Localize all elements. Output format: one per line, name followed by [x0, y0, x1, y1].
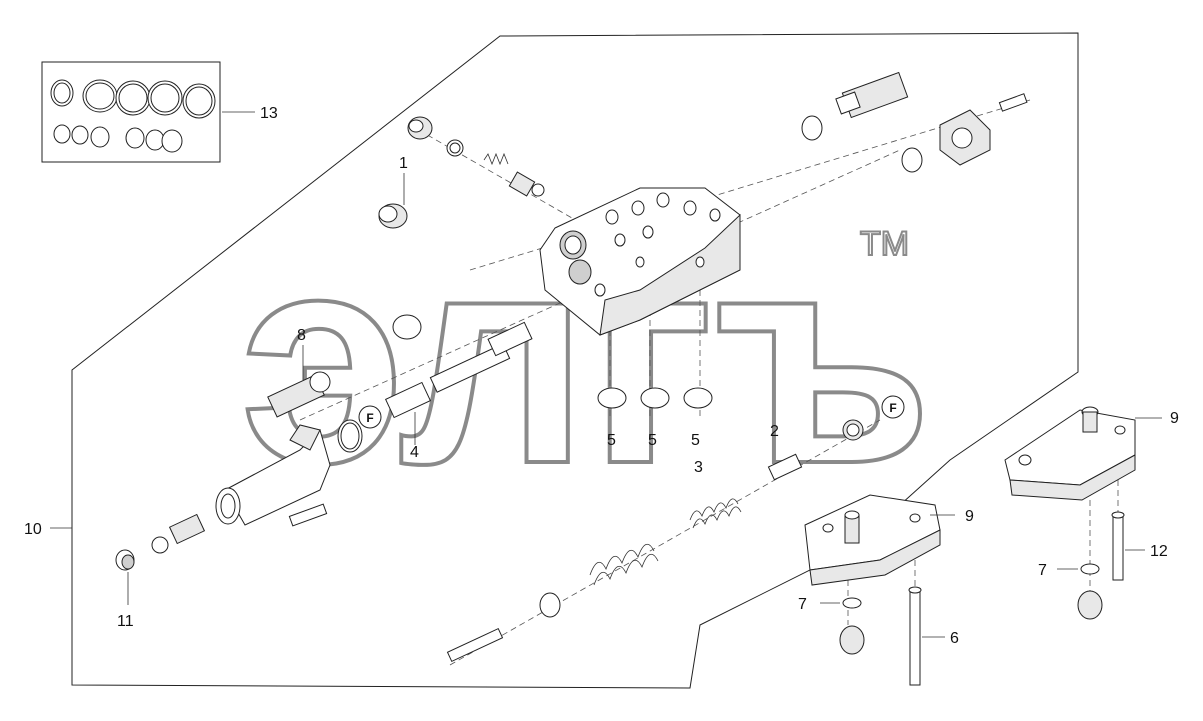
part-12-bolt — [1111, 511, 1145, 581]
label-part-8: 8 — [297, 327, 306, 344]
part-1-cap — [378, 173, 408, 229]
label-part-9b: 9 — [1170, 410, 1179, 427]
fastener-marker-right: F — [881, 395, 905, 419]
fastener-marker-right-text: F — [889, 401, 896, 415]
label-part-10: 10 — [24, 521, 42, 538]
part-3-springs — [446, 498, 742, 663]
part-4-spool — [384, 321, 533, 445]
label-part-9a: 9 — [965, 508, 974, 525]
upper-relief-parts — [407, 116, 545, 197]
part-2-sleeve — [767, 419, 864, 481]
label-part-6: 6 — [950, 630, 959, 647]
label-part-1: 1 — [399, 155, 408, 172]
label-part-12: 12 — [1150, 543, 1168, 560]
part-5-discs — [597, 387, 713, 409]
label-part-13: 13 — [260, 105, 278, 122]
part-9-bracket-upper — [1004, 406, 1162, 501]
upper-right-parts — [801, 71, 1028, 173]
left-housing — [115, 424, 331, 605]
fastener-marker-left-text: F — [366, 411, 373, 425]
seal-kit-box — [41, 61, 255, 163]
part-6-bolt — [908, 586, 945, 686]
label-part-7b: 7 — [1038, 562, 1047, 579]
part-9-bracket-lower — [804, 494, 955, 586]
part-labels: 1 2 3 4 5 5 5 6 7 7 8 9 9 10 11 12 13 — [24, 105, 1179, 647]
valve-body — [539, 187, 741, 336]
label-part-4: 4 — [410, 444, 419, 461]
assembly-outline — [71, 32, 1079, 689]
fastener-marker-left: F — [358, 405, 382, 429]
label-part-3: 3 — [694, 459, 703, 476]
label-part-5b: 5 — [648, 432, 657, 449]
trademark-symbol: TM — [860, 225, 909, 263]
label-part-5c: 5 — [691, 432, 700, 449]
part-7-washers — [820, 563, 1103, 655]
label-part-5a: 5 — [607, 432, 616, 449]
label-part-7a: 7 — [798, 596, 807, 613]
label-part-2: 2 — [770, 423, 779, 440]
label-part-11: 11 — [117, 613, 134, 630]
part-8-fitting — [267, 314, 422, 453]
